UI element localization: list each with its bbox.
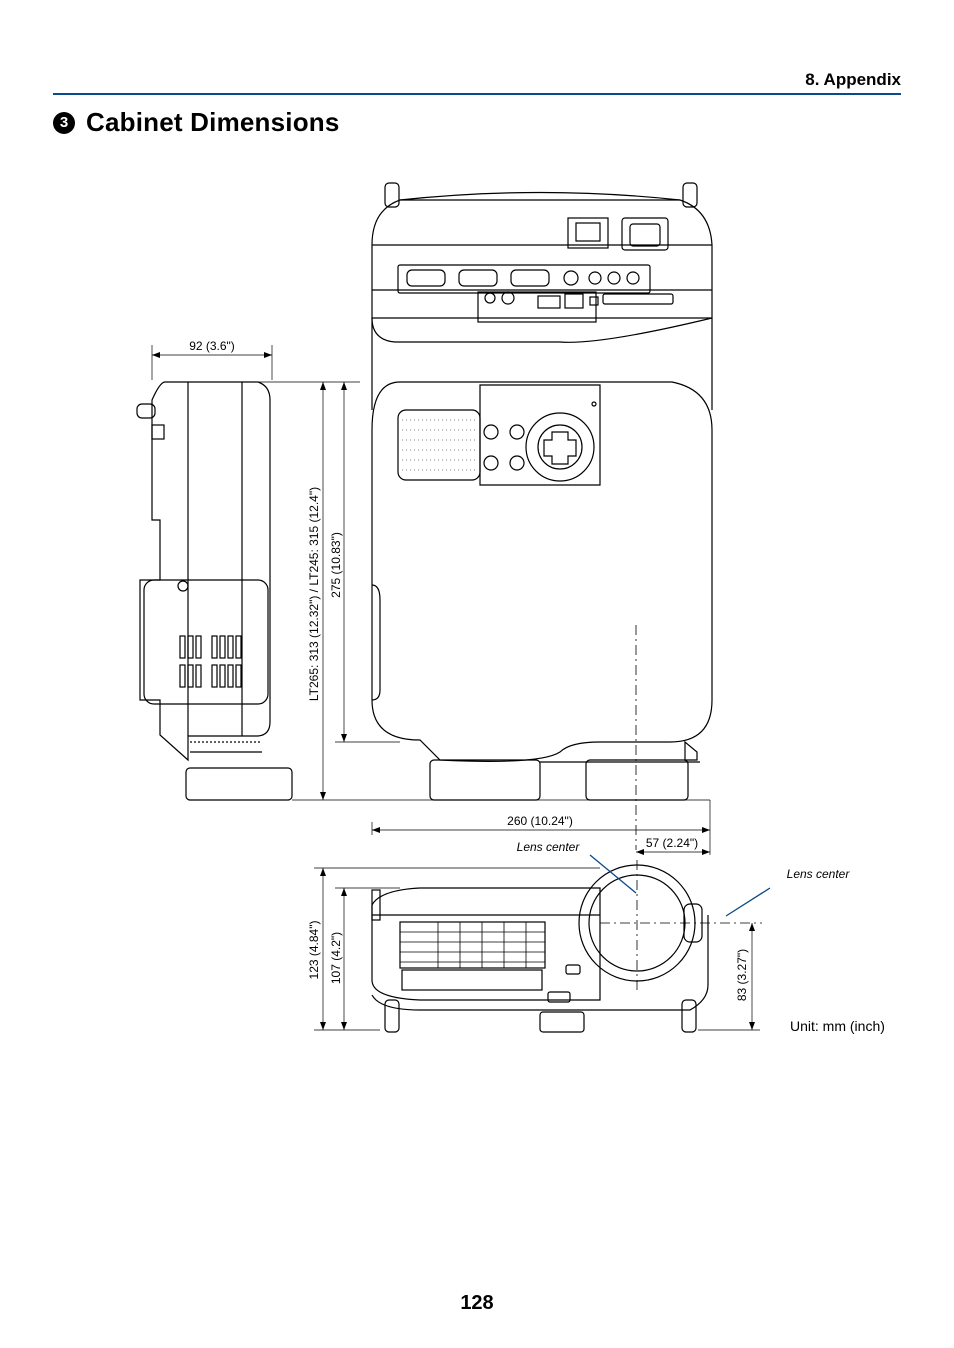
dim-lens-offset: 57 (2.24") xyxy=(646,836,698,850)
control-button-1 xyxy=(483,424,499,440)
rear-foot-left xyxy=(384,182,400,208)
port-vga-2 xyxy=(458,269,498,287)
rear-view xyxy=(371,182,713,410)
control-button-3 xyxy=(483,455,499,471)
speaker-grille xyxy=(397,409,481,481)
dim-total-length: LT265: 313 (12.32") / LT245: 315 (12.4") xyxy=(307,487,321,701)
page-number: 128 xyxy=(460,1292,494,1314)
port-svideo xyxy=(563,270,579,286)
lens-center-label-2: Lens center xyxy=(787,867,851,881)
top-view xyxy=(371,381,713,850)
dim-side-depth: 92 (3.6") xyxy=(189,339,235,353)
connector-panel xyxy=(397,264,651,294)
side-view xyxy=(136,381,293,801)
unit-label: Unit: mm (inch) xyxy=(790,1018,885,1034)
control-button-4 xyxy=(509,455,525,471)
header-rule xyxy=(53,93,901,95)
port-vga-1 xyxy=(406,269,446,287)
dimension-lines xyxy=(151,345,771,1031)
section-label: 8. Appendix xyxy=(805,70,901,89)
control-button-2 xyxy=(509,424,525,440)
dim-body-length: 275 (10.83") xyxy=(329,532,343,598)
front-foot-right-top xyxy=(585,759,689,801)
card-slot xyxy=(602,293,674,305)
dim-width: 260 (10.24") xyxy=(507,814,573,828)
control-dpad xyxy=(525,412,595,482)
page-title: Cabinet Dimensions xyxy=(86,107,340,137)
front-foot-left-top xyxy=(429,759,541,801)
ac-inlet xyxy=(621,217,669,251)
side-foot xyxy=(185,767,293,801)
dim-lens-height: 83 (3.27") xyxy=(735,949,749,1001)
front-view xyxy=(371,860,762,1033)
rear-foot-right xyxy=(682,182,698,208)
step-number-badge: 3 xyxy=(53,111,75,134)
lower-port-block xyxy=(477,291,597,323)
front-vent xyxy=(399,921,546,969)
page-title-block: 3 Cabinet Dimensions xyxy=(53,107,340,138)
power-switch xyxy=(567,217,609,249)
lamp-cover xyxy=(143,579,269,705)
dim-body-height: 107 (4.2") xyxy=(329,932,343,984)
lens-center-label-1: Lens center xyxy=(517,840,581,854)
port-vga-3 xyxy=(510,269,550,287)
dim-total-height: 123 (4.84") xyxy=(307,921,321,980)
